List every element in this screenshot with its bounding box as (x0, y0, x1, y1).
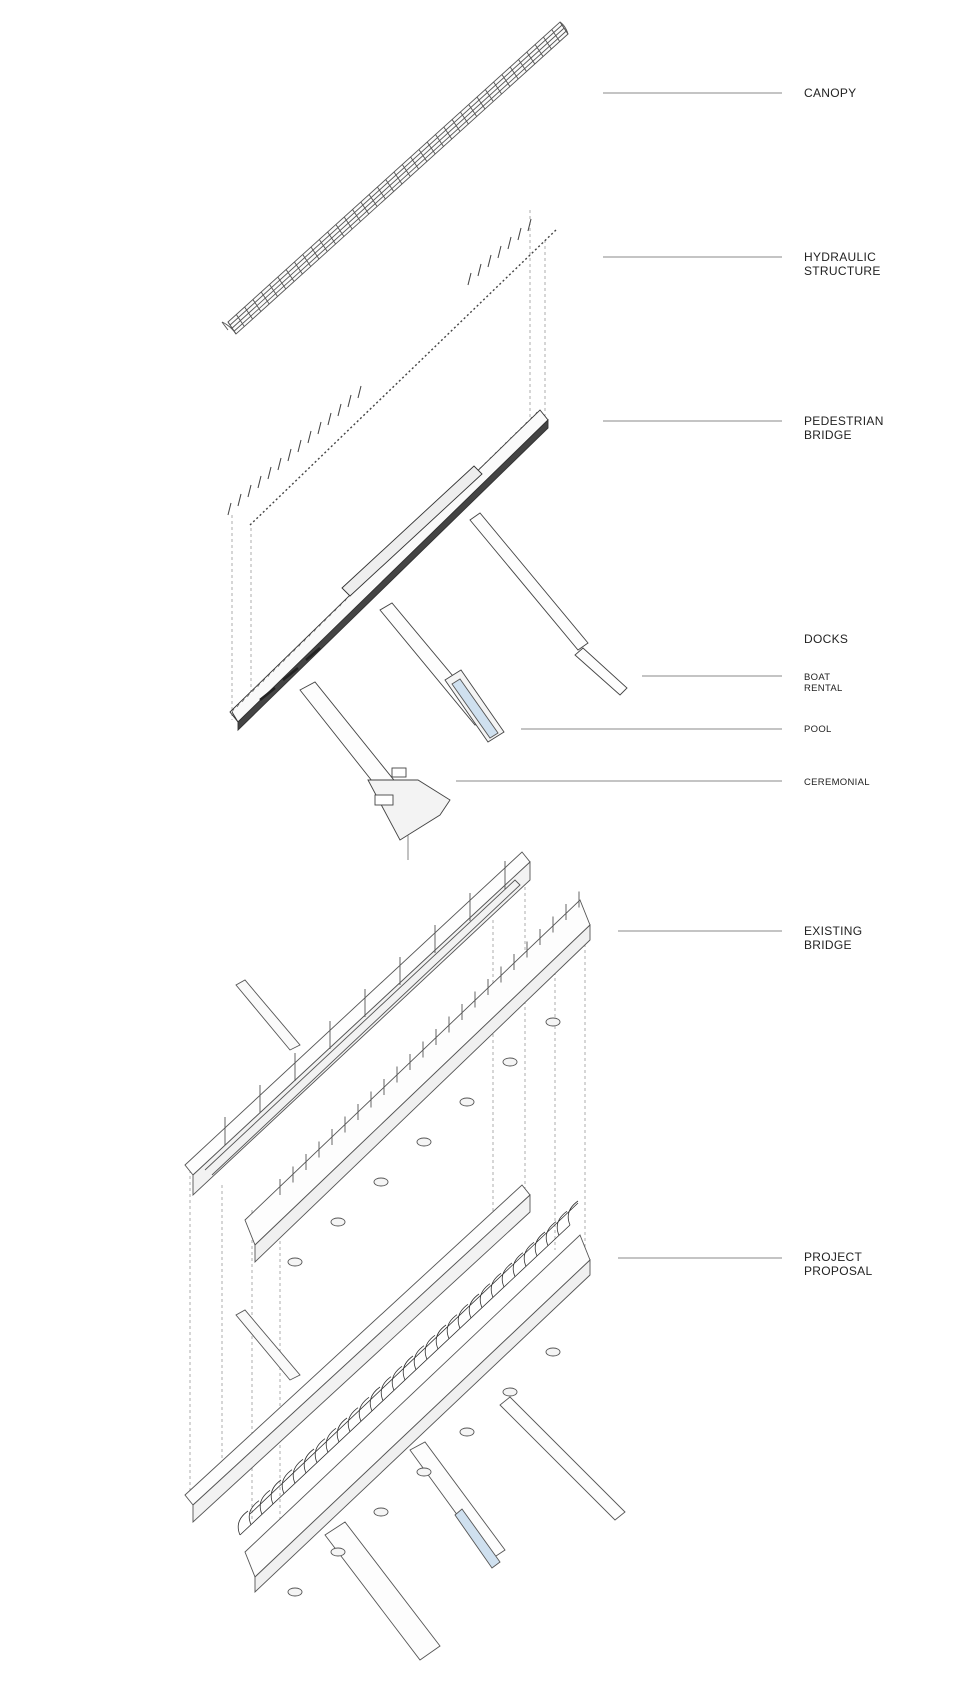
hydraulic-post (287, 448, 292, 462)
hydraulic-post (307, 430, 312, 444)
hydraulic-post (357, 385, 362, 399)
hydraulic-post (317, 421, 322, 435)
hydraulic-post (467, 272, 472, 286)
hydraulic-post (507, 236, 512, 250)
hydraulic-post (477, 263, 482, 277)
hydraulic-post (497, 245, 502, 259)
hydraulic-post (327, 412, 332, 426)
hydraulic-post (487, 254, 492, 268)
hydraulic-post (247, 484, 252, 498)
hydraulic-post (337, 403, 342, 417)
pool-water (451, 678, 499, 739)
label-hydraulic-structure: HYDRAULIC STRUCTURE (804, 250, 881, 279)
hydraulic-post (227, 502, 232, 516)
label-canopy: CANOPY (804, 86, 857, 100)
pedestrian-bridge (229, 409, 549, 732)
docks (299, 512, 628, 860)
label-pool: POOL (804, 724, 832, 735)
hydraulic-post (257, 475, 262, 489)
hydraulic-post (527, 218, 532, 232)
hydraulic-post (297, 439, 302, 453)
hydraulic-post (347, 394, 352, 408)
label-ceremonial: CEREMONIAL (804, 777, 870, 788)
label-docks: DOCKS (804, 632, 849, 646)
label-project-proposal: PROJECT PROPOSAL (804, 1250, 873, 1279)
label-pedestrian-bridge: PEDESTRIAN BRIDGE (804, 414, 884, 443)
canopy-structure (221, 21, 569, 335)
hydraulic-post (237, 493, 242, 507)
label-existing-bridge: EXISTING BRIDGE (804, 924, 863, 953)
hydraulic-structure (227, 218, 557, 526)
hydraulic-post (517, 227, 522, 241)
existing-bridge (184, 851, 591, 1267)
hydraulic-post (267, 466, 272, 480)
hydraulic-post (277, 457, 282, 471)
project-proposal (184, 1184, 626, 1661)
label-boat-rental: BOAT RENTAL (804, 672, 843, 695)
